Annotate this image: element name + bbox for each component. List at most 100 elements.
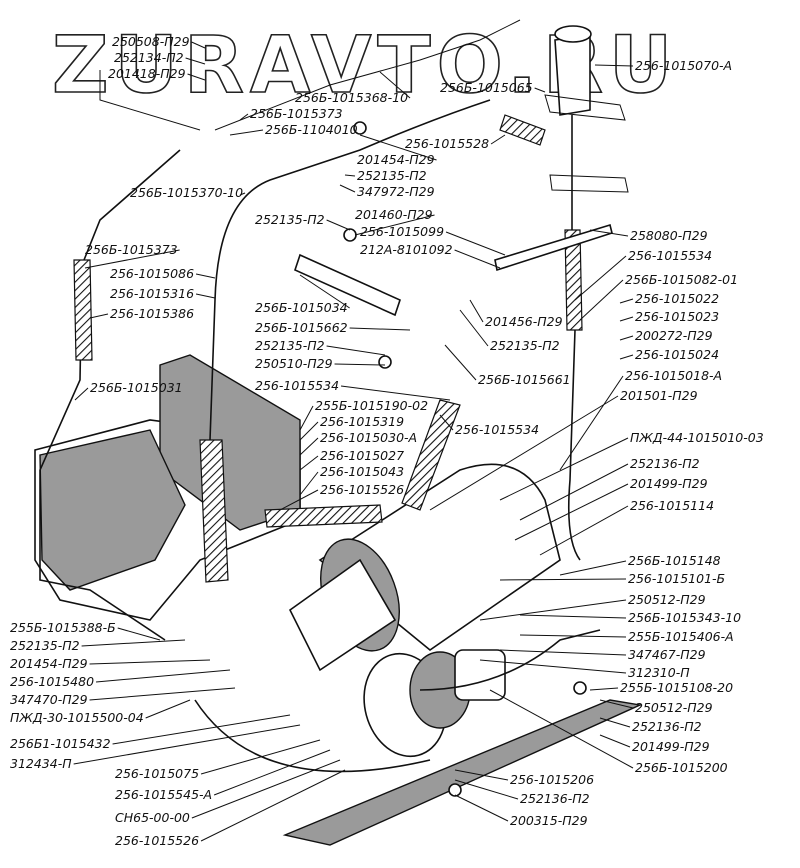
leader-line — [326, 219, 351, 231]
part-label: 256-1015030-А — [320, 430, 417, 445]
drawing — [34, 19, 643, 846]
control-rod — [494, 223, 613, 272]
bolt-5 — [448, 783, 462, 797]
leader-line — [490, 134, 506, 145]
leader-line — [589, 229, 629, 237]
leader-line — [117, 627, 161, 641]
part-label: 255Б-1015388-Б — [10, 620, 116, 635]
part-label: 250512-П29 — [628, 592, 706, 607]
part-label: 255Б-1015406-А — [628, 629, 734, 644]
part-label: 256Б-1015034 — [255, 300, 348, 315]
outlet-hose — [264, 504, 383, 528]
leader-line — [439, 414, 454, 431]
leader-line — [89, 659, 211, 665]
leader-line — [89, 313, 109, 319]
part-label: 255Б-1015108-20 — [620, 680, 733, 695]
leader-line — [200, 739, 321, 775]
leader-line — [594, 64, 634, 67]
tank-bracket-lower — [549, 174, 629, 193]
part-label: 256-1015024 — [635, 347, 719, 362]
leader-line — [619, 354, 634, 360]
leader-line — [454, 769, 509, 781]
part-label: 312434-П — [10, 756, 72, 771]
part-label: 256Б-1015148 — [628, 553, 721, 568]
leader-line — [112, 714, 291, 745]
part-label: 201454-П29 — [10, 656, 88, 671]
engine-side-fins — [39, 429, 186, 591]
part-label: 256-1015386 — [110, 306, 194, 321]
leader-line — [519, 614, 627, 619]
part-label: 252135-П2 — [255, 212, 325, 227]
exhaust-hose — [199, 439, 229, 583]
part-label: 256-1015528 — [405, 136, 489, 151]
leader-line — [84, 249, 180, 269]
bolt-2 — [343, 228, 357, 242]
leader-line — [334, 363, 386, 366]
leader-line — [213, 749, 331, 796]
leader-line — [379, 71, 411, 99]
leader-line — [444, 344, 477, 381]
part-label: 256-1015022 — [635, 291, 719, 306]
part-label: 250512-П29 — [635, 700, 713, 715]
part-label: 256Б-1015662 — [255, 320, 348, 335]
leader-lines — [73, 41, 634, 842]
leader-line — [519, 463, 629, 521]
part-label: 200272-П29 — [635, 328, 713, 343]
part-label: 252135-П2 — [10, 638, 80, 653]
leader-line — [81, 639, 186, 647]
part-label: 256Б-1015370-10 — [130, 185, 243, 200]
leader-line — [559, 560, 627, 576]
part-label: 252135-П2 — [490, 338, 560, 353]
leader-line — [479, 659, 627, 674]
part-label: ПЖД-30-1015500-04 — [10, 710, 144, 725]
part-label: 252134-П2 — [114, 50, 184, 65]
part-label: 347467-П29 — [628, 647, 706, 662]
upper-hose — [499, 114, 546, 146]
part-label: 256-1015480 — [10, 674, 94, 689]
part-label: 256-1015534 — [255, 378, 339, 393]
part-label: 200315-П29 — [510, 813, 588, 828]
bolt-1 — [353, 121, 367, 135]
leader-line — [195, 273, 216, 279]
leader-line — [454, 249, 501, 269]
fuel-tank-hose — [564, 229, 583, 331]
leader-line — [187, 73, 206, 81]
leader-line — [299, 274, 350, 309]
leader-line — [499, 649, 627, 656]
leader-line — [469, 299, 484, 323]
part-label: 252135-П2 — [357, 168, 427, 183]
fuel-line-hose — [73, 259, 93, 361]
leader-line — [574, 255, 627, 301]
leader-line — [229, 129, 264, 136]
part-label: 256-1015075 — [115, 766, 199, 781]
bolt-3 — [378, 355, 392, 369]
part-label: 256-1015534 — [628, 248, 712, 263]
part-label: 252136-П2 — [520, 791, 590, 806]
leader-line — [96, 669, 231, 683]
leader-line — [599, 699, 634, 709]
leader-line — [489, 689, 634, 769]
leader-line — [514, 483, 629, 541]
leader-line — [579, 279, 624, 321]
fuel-tank — [554, 34, 591, 116]
part-label: 347470-П29 — [10, 692, 88, 707]
leader-line — [191, 41, 206, 49]
part-label: 256-1015101-Б — [628, 571, 725, 586]
part-label: 256Б-1015031 — [90, 380, 183, 395]
part-label: 201460-П29 — [355, 207, 433, 222]
leader-line — [619, 298, 634, 304]
part-label: 201454-П29 — [357, 152, 435, 167]
part-label: 256Б-1015373 — [250, 106, 343, 121]
leader-line — [326, 345, 386, 356]
fuel-pipe-left — [99, 70, 201, 131]
exhaust-tube — [209, 99, 491, 441]
leader-line — [299, 405, 314, 431]
part-label: 201499-П29 — [632, 739, 710, 754]
leader-line — [349, 327, 411, 331]
part-label: 256-1015319 — [320, 414, 404, 429]
part-label: 256Б-1015082-01 — [625, 272, 738, 287]
leader-line — [185, 57, 206, 65]
part-label: 312310-П — [628, 665, 690, 680]
intake-hose — [401, 399, 461, 511]
leader-line — [359, 134, 437, 161]
